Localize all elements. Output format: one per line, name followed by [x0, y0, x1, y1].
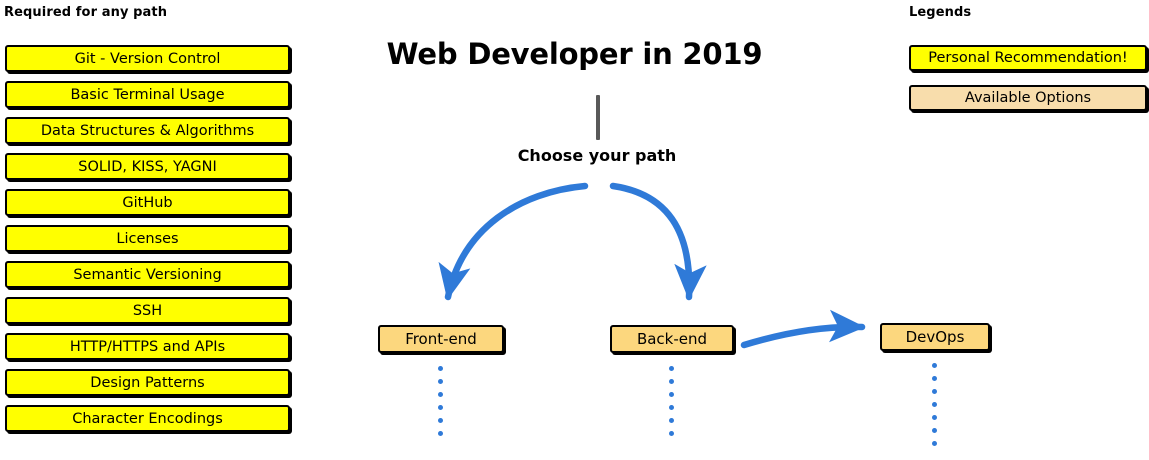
- dot: [438, 392, 443, 397]
- dot: [932, 441, 937, 446]
- required-item-label: Character Encodings: [72, 410, 223, 427]
- required-item-label: Semantic Versioning: [73, 266, 222, 283]
- dot: [438, 418, 443, 423]
- required-item-data-structures-algorithms[interactable]: Data Structures & Algorithms: [5, 117, 290, 144]
- required-item-ssh[interactable]: SSH: [5, 297, 290, 324]
- dot: [669, 392, 674, 397]
- dot: [438, 366, 443, 371]
- required-item-licenses[interactable]: Licenses: [5, 225, 290, 252]
- dot: [932, 376, 937, 381]
- required-item-label: HTTP/HTTPS and APIs: [69, 338, 226, 355]
- required-item-github[interactable]: GitHub: [5, 189, 290, 216]
- arrow-back-end-to-devops: [740, 309, 866, 349]
- required-item-label: Design Patterns: [90, 374, 205, 391]
- dot: [669, 431, 674, 436]
- trunk-connector-line: [596, 95, 600, 140]
- dot: [669, 418, 674, 423]
- legend-label: Available Options: [964, 90, 1092, 106]
- page-title: Web Developer in 2019: [0, 37, 1149, 71]
- required-item-label: GitHub: [122, 194, 173, 211]
- required-item-solid-kiss-yagni[interactable]: SOLID, KISS, YAGNI: [5, 153, 290, 180]
- dot: [932, 415, 937, 420]
- required-item-label: Data Structures & Algorithms: [40, 122, 255, 139]
- choose-your-path-label: Choose your path: [517, 146, 677, 165]
- path-box-label: Front-end: [405, 330, 477, 348]
- path-box-devops[interactable]: DevOps: [880, 323, 990, 351]
- required-item-label: Git - Version Control: [74, 50, 221, 67]
- dot: [932, 389, 937, 394]
- required-item-git-version-control[interactable]: Git - Version Control: [5, 45, 290, 72]
- legend-personal-recommendation: Personal Recommendation!: [909, 45, 1147, 71]
- page-title-text: Web Developer in 2019: [386, 37, 763, 71]
- required-item-label: Basic Terminal Usage: [70, 86, 225, 103]
- legend-label: Personal Recommendation!: [928, 50, 1128, 66]
- dot: [932, 363, 937, 368]
- required-item-label: SSH: [132, 302, 163, 319]
- continuation-dots-devops: [932, 363, 937, 454]
- path-box-back-end[interactable]: Back-end: [610, 325, 734, 353]
- continuation-dots-back-end: [669, 366, 674, 444]
- legend-available-options: Available Options: [909, 85, 1147, 111]
- required-item-basic-terminal-usage[interactable]: Basic Terminal Usage: [5, 81, 290, 108]
- dot: [438, 379, 443, 384]
- dot: [438, 431, 443, 436]
- arrow-to-back-end: [609, 182, 707, 301]
- continuation-dots-front-end: [438, 366, 443, 444]
- path-box-front-end[interactable]: Front-end: [378, 325, 504, 353]
- required-item-label: Licenses: [116, 230, 179, 247]
- path-box-label: DevOps: [905, 328, 965, 346]
- legends-section-heading: Legends: [909, 5, 972, 20]
- dot: [438, 405, 443, 410]
- dot: [669, 366, 674, 371]
- required-item-label: SOLID, KISS, YAGNI: [78, 158, 217, 175]
- required-item-http-https-and-apis[interactable]: HTTP/HTTPS and APIs: [5, 333, 290, 360]
- dot: [669, 405, 674, 410]
- required-section-heading: Required for any path: [4, 5, 168, 20]
- arrow-to-front-end: [438, 182, 589, 301]
- dot: [669, 379, 674, 384]
- dot: [932, 428, 937, 433]
- required-item-design-patterns[interactable]: Design Patterns: [5, 369, 290, 396]
- path-box-label: Back-end: [636, 330, 708, 348]
- required-item-character-encodings[interactable]: Character Encodings: [5, 405, 290, 432]
- required-item-semantic-versioning[interactable]: Semantic Versioning: [5, 261, 290, 288]
- dot: [932, 402, 937, 407]
